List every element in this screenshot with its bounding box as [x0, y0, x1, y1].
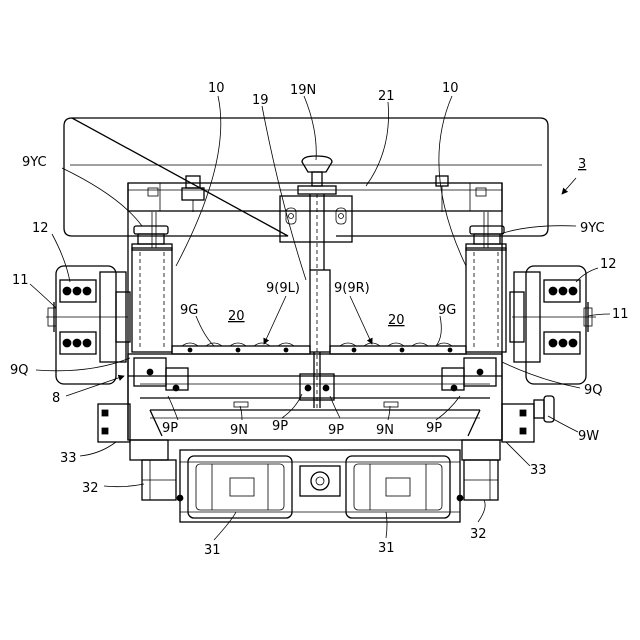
right-bearing-unit: [510, 266, 596, 384]
label-33-left: 33: [60, 451, 77, 466]
label-3: 3: [578, 157, 586, 172]
left-bearing-unit: [46, 266, 130, 384]
label-31-left: 31: [204, 543, 221, 558]
label-11-left: 11: [12, 273, 29, 288]
leader-lines: [30, 96, 610, 540]
label-19n: 19N: [290, 83, 316, 98]
right-side-assembly: [457, 396, 554, 501]
label-9q-left: 9Q: [10, 363, 29, 378]
label-32-right: 32: [470, 527, 487, 542]
label-20-right: 20: [388, 313, 405, 328]
knob-19n: [298, 156, 336, 194]
label-11-right: 11: [612, 307, 629, 322]
label-8: 8: [52, 391, 60, 406]
label-9p-4: 9P: [426, 421, 442, 436]
label-12-right: 12: [600, 257, 617, 272]
label-9yc-left: 9YC: [22, 155, 47, 170]
label-9p-2: 9P: [272, 419, 288, 434]
label-9w: 9W: [578, 429, 599, 444]
label-9n-1: 9N: [230, 423, 248, 438]
chassis: [128, 354, 502, 440]
label-9g-right: 9G: [438, 303, 456, 318]
label-10-left: 10: [208, 81, 225, 96]
label-19: 19: [252, 93, 269, 108]
top-cover: [64, 118, 548, 236]
label-9g-left: 9G: [180, 303, 198, 318]
label-9-9l: 9(9L): [266, 281, 300, 296]
label-20-left: 20: [228, 309, 245, 324]
label-32-left: 32: [82, 481, 99, 496]
label-10-right: 10: [442, 81, 459, 96]
label-12-left: 12: [32, 221, 49, 236]
label-31-right: 31: [378, 541, 395, 556]
reference-labels: 3 10 10 19 19N 21 9YC 9YC 12 12 11 11 9(…: [10, 81, 629, 558]
label-9p-1: 9P: [162, 421, 178, 436]
motor-housing: [180, 450, 460, 522]
label-33-right: 33: [530, 463, 547, 478]
central-shaft: [310, 194, 330, 410]
label-9yc-right: 9YC: [580, 221, 605, 236]
label-9p-3: 9P: [328, 423, 344, 438]
label-9q-right: 9Q: [584, 383, 603, 398]
label-21: 21: [378, 89, 395, 104]
label-9n-2: 9N: [376, 423, 394, 438]
label-9-9r: 9(9R): [334, 281, 370, 296]
